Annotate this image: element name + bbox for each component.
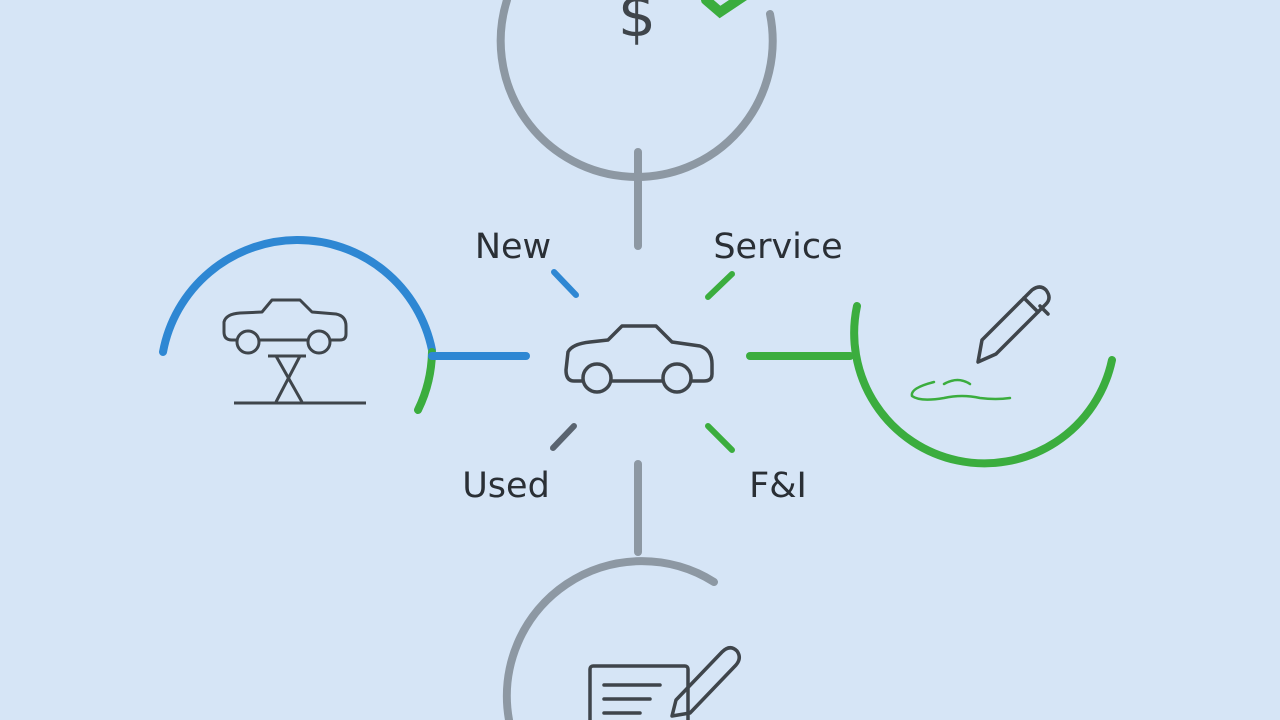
car-lift-icon	[222, 298, 366, 405]
left-node[interactable]	[159, 236, 530, 414]
tick-service	[705, 271, 735, 300]
label-used: Used	[462, 466, 550, 506]
top-node[interactable]: $	[496, 0, 777, 250]
tick-used	[550, 423, 577, 451]
right-node-ring	[850, 302, 1116, 468]
tick-fi	[705, 423, 735, 453]
label-service: Service	[713, 227, 842, 267]
left-node-ring	[159, 236, 436, 356]
top-node-ring	[496, 0, 777, 181]
right-node[interactable]	[746, 285, 1116, 468]
center-hub[interactable]	[564, 324, 714, 394]
label-fi: F&I	[749, 466, 807, 506]
car-icon	[564, 324, 714, 394]
bottom-node[interactable]	[502, 460, 741, 720]
dollar-check-icon: $	[618, 0, 747, 51]
label-new: New	[475, 227, 551, 267]
pen-signature-icon	[910, 285, 1051, 401]
bottom-node-ring	[502, 557, 718, 720]
svg-text:$: $	[618, 0, 656, 51]
left-node-ring-tail	[414, 348, 436, 414]
document-pen-icon	[588, 646, 741, 720]
tick-new	[551, 269, 579, 298]
